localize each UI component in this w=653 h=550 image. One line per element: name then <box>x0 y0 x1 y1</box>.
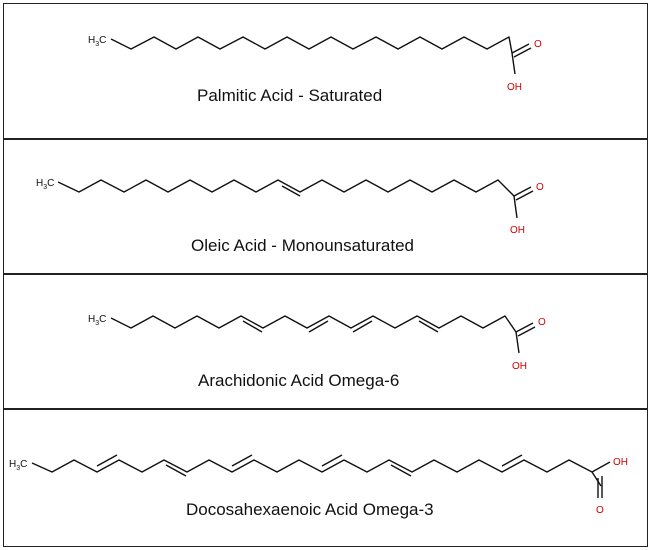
carbon-chain <box>110 36 513 54</box>
carbonyl-bond-2 <box>515 190 534 201</box>
double-bond-4 <box>418 320 439 333</box>
hydroxyl-label: OH <box>512 361 527 372</box>
structure-docosahexaenoic-acid: H3C OH O <box>9 454 628 516</box>
methyl-label: H3C <box>88 314 106 327</box>
carbonyl-bond <box>513 186 532 197</box>
double-bond-6 <box>501 454 523 467</box>
hydroxyl-bond <box>515 331 520 354</box>
panel-palmitic-acid: H3C O OH Palmitic Acid - Saturated <box>3 3 648 139</box>
methyl-label: H3C <box>36 178 54 191</box>
carbon-chain <box>31 459 602 487</box>
carbon-chain <box>57 179 515 197</box>
hydroxyl-bond <box>513 195 518 219</box>
panel-docosahexaenoic-acid: H3C OH O Docosahexaenoic Acid Omega-3 <box>3 409 648 547</box>
hydroxyl-label: OH <box>613 457 628 468</box>
double-bond-3 <box>231 454 253 467</box>
molecule-caption: Docosahexaenoic Acid Omega-3 <box>186 500 434 519</box>
molecule-caption: Arachidonic Acid Omega-6 <box>198 371 400 390</box>
oxygen-label: O <box>538 317 546 328</box>
double-bond <box>281 185 301 197</box>
double-bond-5 <box>390 464 412 477</box>
double-bond-1 <box>96 454 118 467</box>
methyl-label: H3C <box>9 459 27 472</box>
molecule-caption: Oleic Acid - Monounsaturated <box>191 236 415 255</box>
carbon-chain <box>110 315 517 333</box>
oxygen-label: O <box>534 39 542 50</box>
double-bond-2 <box>308 320 329 333</box>
hydroxyl-bond <box>591 461 611 473</box>
double-bond-2 <box>165 464 187 477</box>
oxygen-label: O <box>596 505 604 516</box>
hydroxyl-label: OH <box>507 82 522 93</box>
structure-arachidonic-acid: H3C O OH <box>88 314 546 372</box>
carbonyl-bond <box>511 43 530 54</box>
double-bond-1 <box>242 320 263 333</box>
carbonyl-bond-2 <box>517 326 536 337</box>
structure-oleic-acid: H3C O OH <box>36 178 544 236</box>
carbonyl-bond-2 <box>513 47 532 58</box>
molecule-caption: Palmitic Acid - Saturated <box>197 86 383 105</box>
hydroxyl-bond <box>511 52 516 75</box>
carbonyl-bond <box>515 322 534 333</box>
panel-oleic-acid: H3C O OH Oleic Acid - Monounsaturated <box>3 139 648 274</box>
hydroxyl-label: OH <box>510 225 525 236</box>
oxygen-label: O <box>536 182 544 193</box>
methyl-label: H3C <box>88 35 106 48</box>
panel-arachidonic-acid: H3C O OH Arachidonic Acid Omega-6 <box>3 274 648 409</box>
double-bond-4 <box>321 454 343 467</box>
structure-palmitic-acid: H3C O OH <box>88 35 542 93</box>
double-bond-3 <box>352 320 373 333</box>
